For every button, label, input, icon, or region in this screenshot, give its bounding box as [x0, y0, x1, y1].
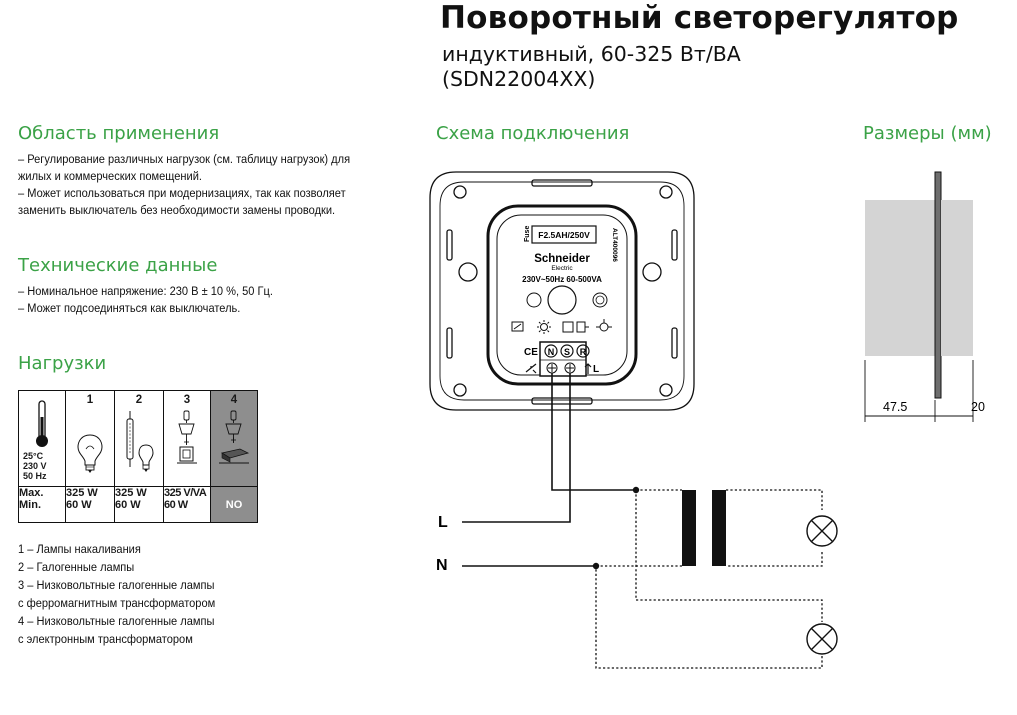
product-code: ALT400096	[611, 228, 618, 262]
mark-n: N	[548, 347, 555, 357]
certification-marks	[544, 344, 590, 358]
line-n-label: N	[436, 557, 448, 574]
loads-heading: Нагрузки	[18, 353, 107, 374]
junction-dot	[592, 562, 600, 570]
terminal-l-label: L	[593, 364, 599, 375]
load-4-not-supported: NO	[210, 486, 258, 523]
min-value: 60 W	[66, 499, 92, 511]
subtitle-line-2: (SDN22004XX)	[442, 67, 596, 91]
load-col-1: 1	[65, 390, 115, 487]
lamp-icon	[806, 623, 838, 655]
page-title: Поворотный светорегулятор	[440, 0, 959, 36]
application-line: жилых и коммерческих помещений.	[18, 169, 202, 183]
transformer-symbol-icon	[562, 321, 574, 333]
legend-line: 2 – Галогенные лампы	[18, 560, 135, 574]
transformer-icon	[682, 490, 726, 566]
max-label: Max.	[19, 487, 44, 499]
condition-voltage: 230 V	[23, 461, 47, 471]
loads-table: 25°C 230 V 50 Hz 1 2	[18, 390, 258, 523]
function-icons	[511, 319, 612, 334]
rating-text: 230V~50Hz 60-500VA	[522, 275, 602, 284]
conditions-text: 25°C 230 V 50 Hz	[23, 451, 47, 481]
load-col-4: 4	[210, 390, 258, 487]
dim-arrow-icon	[513, 323, 522, 330]
legend-line: с электронным трансформатором	[18, 632, 193, 646]
low-voltage-halogen-electronic-icon	[219, 410, 250, 464]
brand-name: Schneider	[534, 253, 590, 265]
mark-r: R	[580, 347, 587, 357]
dimmer-body-side	[865, 200, 935, 356]
line-l-label: L	[438, 514, 448, 531]
electronic-symbol-icon	[576, 321, 586, 333]
col-number: 2	[135, 394, 143, 406]
dimensions-drawing: 47.5 20	[864, 171, 985, 422]
loads-legend: 1 – Лампы накаливания 2 – Галогенные лам…	[18, 540, 215, 648]
application-line: – Регулирование различных нагрузок (см. …	[18, 152, 351, 166]
brand-sub: Electric	[551, 265, 573, 272]
sun-symbol-icon	[540, 323, 548, 331]
mounting-frame	[429, 171, 695, 411]
technical-text: – Номинальное напряжение: 230 В ± 10 %, …	[18, 283, 273, 317]
wire-l	[462, 373, 571, 523]
wire-to-load	[551, 373, 636, 491]
legend-line: 1 – Лампы накаливания	[18, 542, 141, 556]
min-label: Min.	[19, 499, 41, 511]
tool-symbol-icon	[525, 363, 537, 374]
application-text: – Регулирование различных нагрузок (см. …	[18, 151, 350, 219]
max-value: 325 W	[66, 487, 98, 499]
col-number: 4	[230, 394, 238, 406]
wiring-heading: Схема подключения	[436, 123, 630, 144]
dimensions-heading: Размеры (мм)	[863, 123, 992, 144]
fuse-label: Fuse	[524, 226, 531, 242]
ce-mark: CE	[524, 347, 538, 358]
dimension-lines	[864, 360, 974, 422]
application-line: заменить выключатель без необходимости з…	[18, 203, 336, 217]
page-subtitle: индуктивный, 60-325 Вт/ВА (SDN22004XX)	[442, 42, 741, 92]
fuse-rating: F2.5AH/250V	[538, 230, 590, 240]
depth-dimension: 47.5	[883, 400, 907, 414]
wiring	[462, 373, 636, 567]
halogen-lamp-icon	[126, 411, 154, 472]
max-value: 325 V/VA	[164, 487, 207, 499]
conditions-cell: 25°C 230 V 50 Hz	[18, 390, 66, 487]
technical-line: – Может подсоединяться как выключатель.	[18, 301, 241, 315]
legend-line: 4 – Низковольтные галогенные лампы	[18, 614, 215, 628]
incandescent-symbol-icon	[511, 321, 524, 332]
load-3-values: 325 V/VA 60 W	[163, 486, 211, 523]
min-value: 60 W	[115, 499, 141, 511]
lamp-icon	[806, 515, 838, 547]
lamp-symbol-icon	[599, 322, 609, 332]
plate-dimension: 20	[971, 400, 985, 414]
col-number: 3	[183, 394, 191, 406]
load-col-3: 3	[163, 390, 211, 487]
junction-dot	[632, 486, 640, 494]
up-arrow-icon	[584, 363, 592, 374]
condition-frequency: 50 Hz	[23, 471, 47, 481]
knob-side	[941, 200, 973, 356]
thermometer-icon	[36, 400, 48, 447]
incandescent-bulb-icon	[77, 434, 103, 473]
technical-heading: Технические данные	[18, 255, 218, 276]
min-value: 60 W	[164, 499, 188, 511]
max-value: 325 W	[115, 487, 147, 499]
load-2-values: 325 W 60 W	[114, 486, 164, 523]
legend-line: 3 – Низковольтные галогенные лампы	[18, 578, 215, 592]
cover-plate	[934, 171, 942, 399]
condition-temp: 25°C	[23, 451, 44, 461]
maxmin-label-cell: Max. Min.	[18, 486, 66, 523]
subtitle-line-1: индуктивный, 60-325 Вт/ВА	[442, 42, 741, 66]
load-1-values: 325 W 60 W	[65, 486, 115, 523]
legend-line: с ферромагнитным трансформатором	[18, 596, 216, 610]
mark-s: S	[564, 347, 570, 357]
wiring-diagram: Fuse F2.5AH/250V Schneider Electric 230V…	[429, 171, 838, 669]
technical-line: – Номинальное напряжение: 230 В ± 10 %, …	[18, 284, 273, 298]
load-col-2: 2	[114, 390, 164, 487]
load-circuit	[595, 489, 823, 669]
low-voltage-halogen-ferromagnetic-icon	[177, 410, 197, 464]
application-line: – Может использоваться при модернизациях…	[18, 186, 346, 200]
application-heading: Область применения	[18, 123, 220, 144]
col-number: 1	[86, 394, 94, 406]
